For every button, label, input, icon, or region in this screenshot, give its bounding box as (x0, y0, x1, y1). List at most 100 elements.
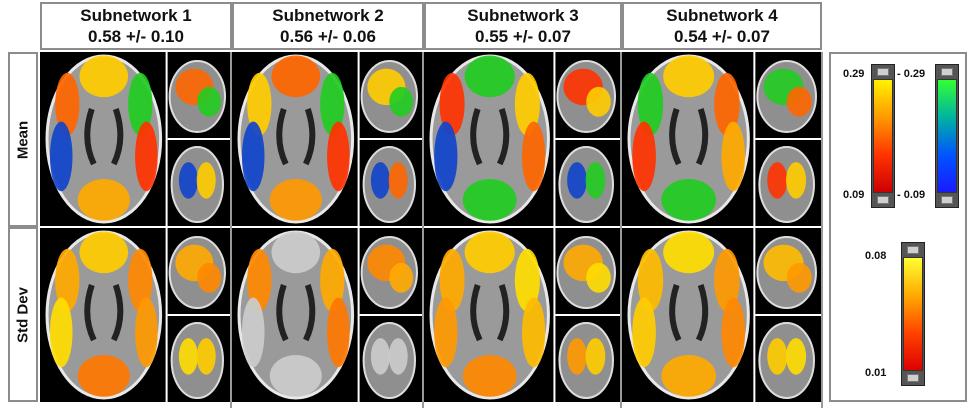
activation-region (49, 121, 73, 192)
activation-region (196, 338, 216, 375)
activation-region (586, 262, 611, 293)
brain-panel-svg (237, 52, 422, 226)
activation-region (786, 162, 807, 199)
row-header-mean: Mean (8, 52, 38, 227)
column-divider (422, 52, 424, 408)
ventricle-shape (470, 108, 510, 166)
activation-region (439, 72, 465, 136)
column-score: 0.56 +/- 0.06 (280, 27, 376, 46)
activation-region (585, 338, 606, 375)
column-header-subnetwork-1: Subnetwork 1 0.58 +/- 0.10 (40, 2, 232, 50)
activation-region (197, 86, 222, 117)
activation-region (128, 72, 153, 136)
column-divider (230, 52, 232, 408)
activation-region (585, 162, 606, 199)
brain-panel (40, 52, 230, 226)
column-header-subnetwork-4: Subnetwork 4 0.54 +/- 0.07 (622, 2, 822, 50)
activation-region (55, 72, 80, 136)
column-score: 0.55 +/- 0.07 (475, 27, 571, 46)
activation-region (135, 297, 158, 368)
column-score: 0.58 +/- 0.10 (88, 27, 184, 46)
activation-region (271, 231, 321, 274)
activation-region (462, 179, 517, 221)
ventricle-shape (84, 108, 124, 166)
colorbar-negative-max-label: - 0.29 (897, 68, 926, 80)
activation-region (79, 231, 129, 274)
activation-region (464, 55, 515, 98)
row-label: Mean (14, 120, 32, 159)
activation-region (370, 338, 390, 375)
activation-region (521, 297, 546, 368)
activation-region (178, 162, 198, 199)
brain-panel (622, 52, 821, 226)
ventricle-shape (470, 284, 510, 342)
activation-region (49, 297, 73, 368)
activation-region (128, 248, 153, 312)
colorbar-std (901, 242, 925, 386)
colorbar-handle-icon (907, 246, 919, 254)
colorbar-positive-gradient (873, 79, 893, 193)
brain-panel (40, 228, 230, 402)
activation-region (721, 297, 746, 368)
activation-region (247, 72, 272, 136)
column-score: 0.54 +/- 0.07 (674, 27, 770, 46)
colorbar-negative-min-label: - 0.09 (897, 189, 926, 201)
activation-region (77, 179, 130, 221)
brain-panel (232, 228, 422, 402)
activation-region (514, 72, 540, 136)
activation-region (269, 179, 322, 221)
activation-region (241, 297, 265, 368)
colorbar-positive (871, 64, 895, 208)
colorbar-handle-icon (907, 374, 919, 382)
activation-region (637, 72, 664, 136)
activation-region (721, 121, 746, 192)
activation-region (320, 72, 345, 136)
colorbar-positive-min-label: 0.09 (843, 189, 865, 201)
brain-panel-svg (429, 228, 620, 402)
activation-region (79, 55, 129, 98)
activation-region (586, 86, 611, 117)
activation-region (55, 248, 80, 312)
activation-region (714, 72, 740, 136)
activation-region (786, 86, 812, 117)
colorbar-std-min-label: 0.01 (865, 367, 887, 379)
activation-region (241, 121, 265, 192)
brain-panel (622, 228, 821, 402)
activation-region (370, 162, 390, 199)
colorbar-negative (935, 64, 959, 208)
colorbar-positive-max-label: 0.29 (843, 68, 865, 80)
brain-panel-svg (627, 52, 821, 226)
activation-region (567, 162, 587, 199)
activation-region (196, 162, 216, 199)
activation-region (327, 121, 350, 192)
activation-region (388, 338, 408, 375)
activation-region (197, 262, 222, 293)
colorbar-handle-icon (941, 68, 953, 76)
activation-region (714, 248, 740, 312)
activation-region (632, 121, 656, 192)
brain-panel-svg (429, 52, 620, 226)
ventricle-shape (669, 108, 709, 166)
colorbar-handle-icon (877, 196, 889, 204)
colorbar-legend: 0.29 0.09 - 0.29 - 0.09 0.08 0.01 (829, 52, 967, 402)
activation-region (271, 55, 321, 98)
activation-region (434, 297, 458, 368)
ventricle-shape (276, 108, 316, 166)
colorbar-std-gradient (903, 257, 923, 371)
activation-region (327, 297, 350, 368)
brain-panel-svg (627, 228, 821, 402)
activation-region (464, 231, 515, 274)
activation-region (247, 248, 272, 312)
column-title: Subnetwork 4 (666, 6, 778, 25)
ventricle-shape (669, 284, 709, 342)
column-title: Subnetwork 2 (272, 6, 384, 25)
colorbar-negative-gradient (937, 79, 957, 193)
brain-panel-svg (45, 52, 230, 226)
colorbar-std-max-label: 0.08 (865, 250, 887, 262)
column-title: Subnetwork 1 (80, 6, 192, 25)
brain-panel-svg (45, 228, 230, 402)
activation-region (663, 231, 715, 274)
activation-region (567, 338, 587, 375)
activation-region (389, 86, 414, 117)
activation-region (77, 355, 130, 397)
